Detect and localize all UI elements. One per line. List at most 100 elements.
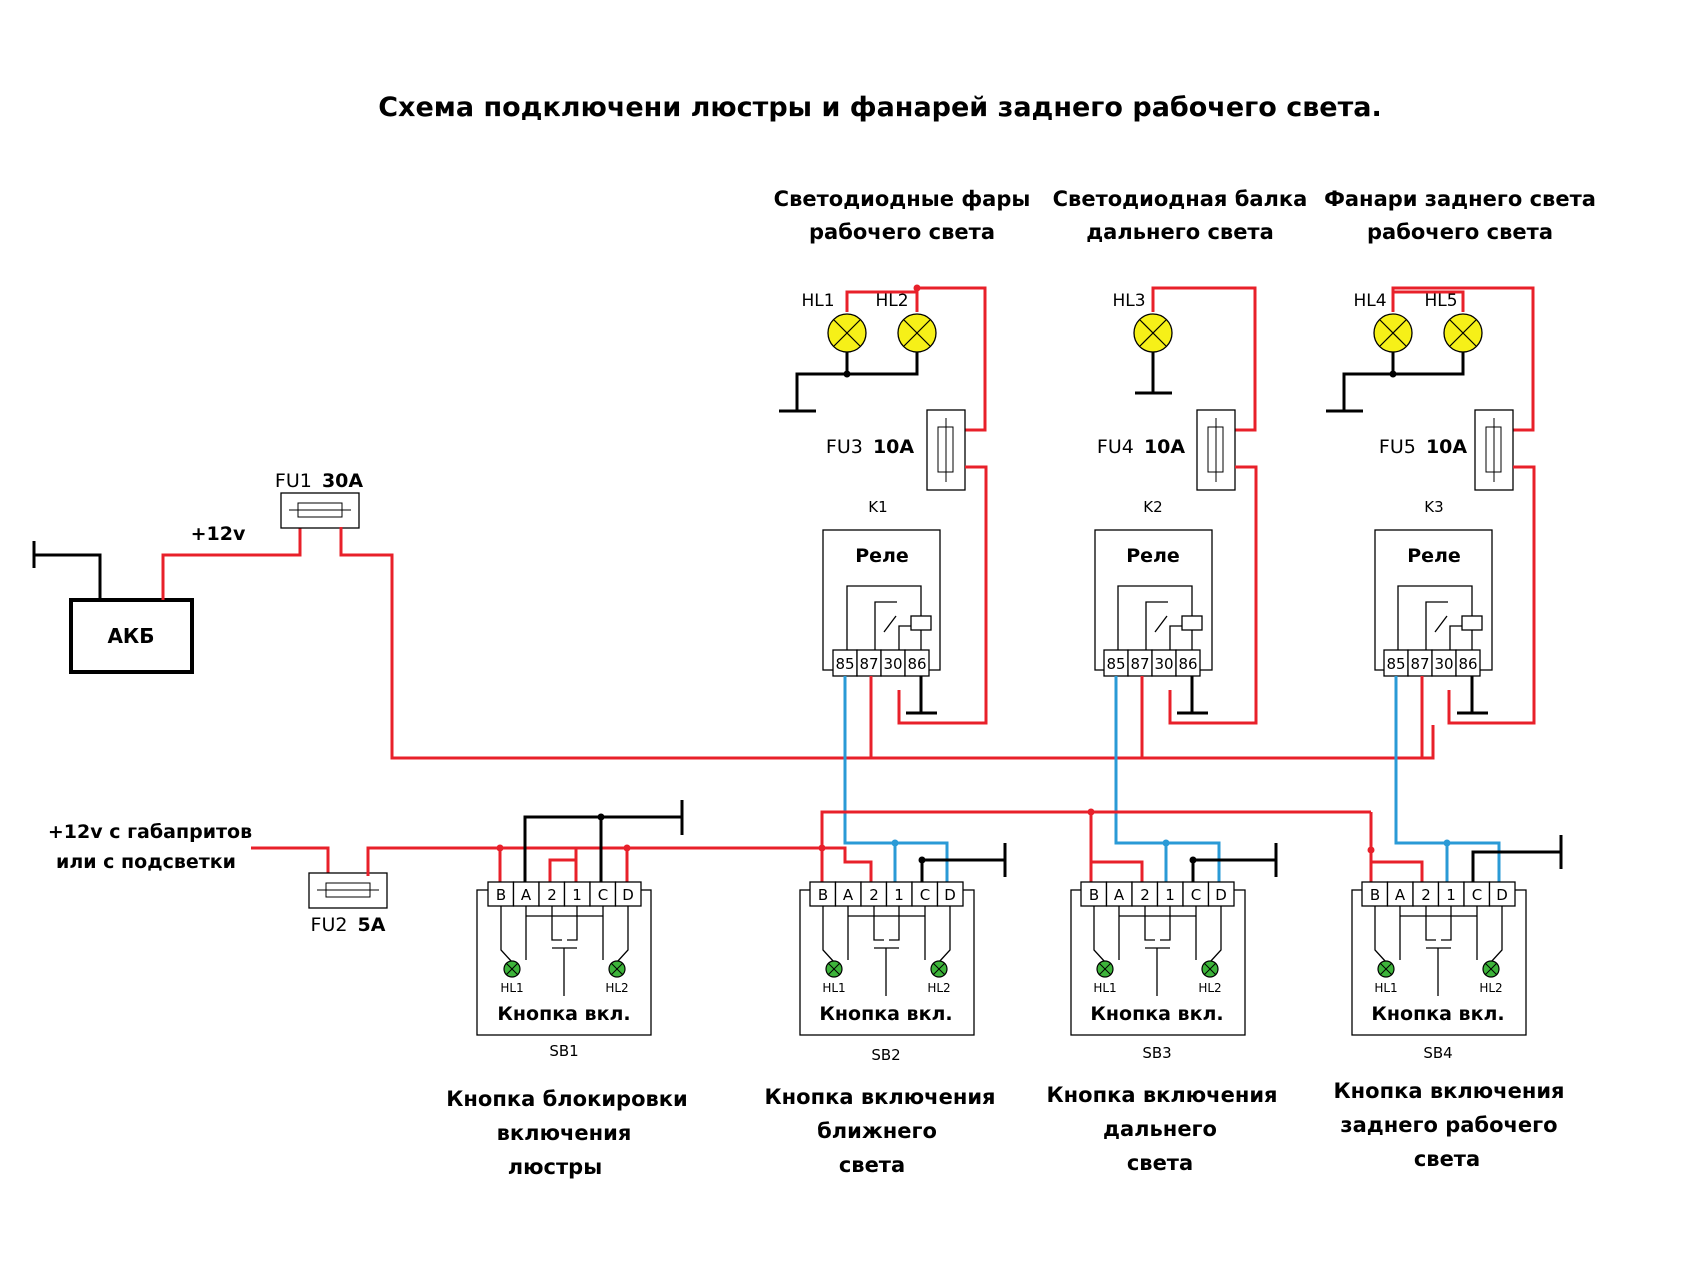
button-title: Кнопка вкл.	[1090, 1003, 1223, 1025]
k1-85-to-sb2	[843, 676, 897, 882]
relay-pin: 85	[1386, 655, 1405, 673]
button-pin: D	[944, 886, 956, 904]
caption-line: люстры	[508, 1155, 602, 1179]
button-pin: A	[521, 886, 532, 904]
button-pin: 1	[894, 886, 904, 904]
led-label: HL2	[1479, 981, 1502, 995]
fuse-fu5: FU5 10A	[1379, 409, 1514, 491]
battery-body	[69, 598, 194, 674]
relay-pin: 87	[1410, 655, 1429, 673]
sb3-control-link	[1166, 841, 1221, 882]
caption-line: света	[1127, 1151, 1193, 1175]
battery-label: АКБ	[107, 624, 154, 648]
button-pin: D	[1215, 886, 1227, 904]
fuse-name: FU1	[275, 470, 312, 492]
fuse-name: FU3	[826, 436, 863, 458]
aux-supply-label: +12v с габапритов или с подсветки	[48, 821, 252, 873]
button-sb2: B A 2 1 C D HL1 HL2 Кнопка вкл. SB2	[799, 881, 975, 1064]
relay-contact	[1434, 615, 1448, 633]
fuse-rating: 10A	[1426, 436, 1467, 458]
fuse-fu3: FU3 10A	[826, 409, 966, 491]
relay-pin: 30	[883, 655, 902, 673]
sb2-control-link	[895, 841, 949, 882]
fuse-rating: 10A	[1144, 436, 1185, 458]
lamp-label: HL1	[801, 291, 834, 311]
caption-line: Кнопка включения	[764, 1085, 995, 1109]
caption-line: заднего рабочего	[1340, 1113, 1557, 1137]
lamp-hl4: HL4	[1353, 291, 1413, 353]
group-label-line2: дальнего света	[1086, 220, 1274, 244]
k3-85-to-sb4	[1394, 676, 1449, 882]
group-label-rear-lights: Фанари заднего света рабочего света	[1324, 187, 1596, 244]
aux-supply-wire	[251, 846, 330, 876]
fuse-name: FU5	[1379, 436, 1416, 458]
relay-pin: 87	[859, 655, 878, 673]
fuse-rating: 10A	[873, 436, 914, 458]
button-sb1: B A 2 1 C D HL1 HL2 Кнопка вкл. SB1	[476, 881, 652, 1060]
fuse-rating: 30A	[322, 470, 363, 492]
lamp-ground-link	[1391, 352, 1465, 376]
caption-line: света	[839, 1153, 905, 1177]
caption-sb3: Кнопка включения дальнего света	[1046, 1083, 1277, 1175]
fu5-to-relay-30	[1447, 465, 1536, 725]
lamp-label: HL2	[875, 291, 908, 311]
lamp-ground-link	[845, 352, 919, 376]
caption-line: Кнопка включения	[1333, 1079, 1564, 1103]
caption-line: включения	[497, 1121, 632, 1145]
caption-line: света	[1414, 1147, 1480, 1171]
led-label: HL2	[1198, 981, 1221, 995]
fuse-fu3-label: FU3 10A	[826, 436, 914, 458]
group-label-line1: Светодиодные фары	[774, 187, 1031, 211]
button-pin: B	[1370, 886, 1380, 904]
aux-supply-line2: или с подсветки	[56, 851, 236, 873]
fuse-name: FU2	[311, 914, 348, 936]
lamp-group-1-feed	[915, 286, 987, 432]
button-pin: B	[1089, 886, 1099, 904]
relay-coil	[910, 615, 932, 631]
led-label: HL1	[822, 981, 845, 995]
sb3-2-feed	[1091, 860, 1144, 882]
button-pin: B	[818, 886, 828, 904]
button-name: SB1	[549, 1042, 578, 1060]
relay-pin: 86	[1458, 655, 1477, 673]
main-positive-bus	[339, 527, 1435, 760]
button-pin: C	[920, 886, 930, 904]
sb1-out-bus	[627, 810, 1371, 850]
fuse-fu4-label: FU4 10A	[1097, 436, 1185, 458]
relay-pins: 85 87 30 86	[1103, 649, 1201, 677]
led-label: HL1	[1374, 981, 1397, 995]
sb3-c-ground	[1191, 858, 1276, 882]
fuse-rating: 5A	[358, 914, 386, 936]
relay-name: K1	[868, 498, 887, 516]
lamp-hl3: HL3	[1112, 291, 1173, 353]
sb4-control-link	[1447, 841, 1501, 882]
button-pins: B A 2 1 C D	[1361, 881, 1516, 907]
button-pins: B A 2 1 C D	[1080, 881, 1235, 907]
button-pin: D	[1496, 886, 1508, 904]
led-label: HL1	[1093, 981, 1116, 995]
lamp-group-1: HL1 HL2	[779, 284, 987, 432]
button-pin: 2	[869, 886, 879, 904]
sb1-2-feed	[548, 848, 578, 882]
group-label-line2: рабочего света	[809, 220, 995, 244]
relay-contact	[1154, 615, 1168, 633]
caption-line: Кнопка блокировки	[446, 1087, 688, 1111]
button-pin: 1	[1446, 886, 1456, 904]
relay-pin: 86	[907, 655, 926, 673]
relay-pin: 30	[1434, 655, 1453, 673]
fuse-fu2-label: FU2 5A	[311, 914, 386, 936]
group-label-line1: Светодиодная балка	[1053, 187, 1308, 211]
group-label-line1: Фанари заднего света	[1324, 187, 1596, 211]
lamp-hl1: HL1	[801, 291, 867, 353]
sb4-c-ground	[1471, 850, 1561, 882]
button-pin: 2	[547, 886, 557, 904]
button-pin: C	[1191, 886, 1201, 904]
sb2-c-ground	[920, 858, 1005, 882]
button-title: Кнопка вкл.	[497, 1003, 630, 1025]
relay-title: Реле	[1126, 545, 1180, 567]
lamp-label: HL5	[1424, 291, 1457, 311]
relay-contact	[883, 615, 897, 633]
group-label-line2: рабочего света	[1367, 220, 1553, 244]
relay-pin: 87	[1130, 655, 1149, 673]
button-pins: B A 2 1 C D	[487, 881, 642, 907]
